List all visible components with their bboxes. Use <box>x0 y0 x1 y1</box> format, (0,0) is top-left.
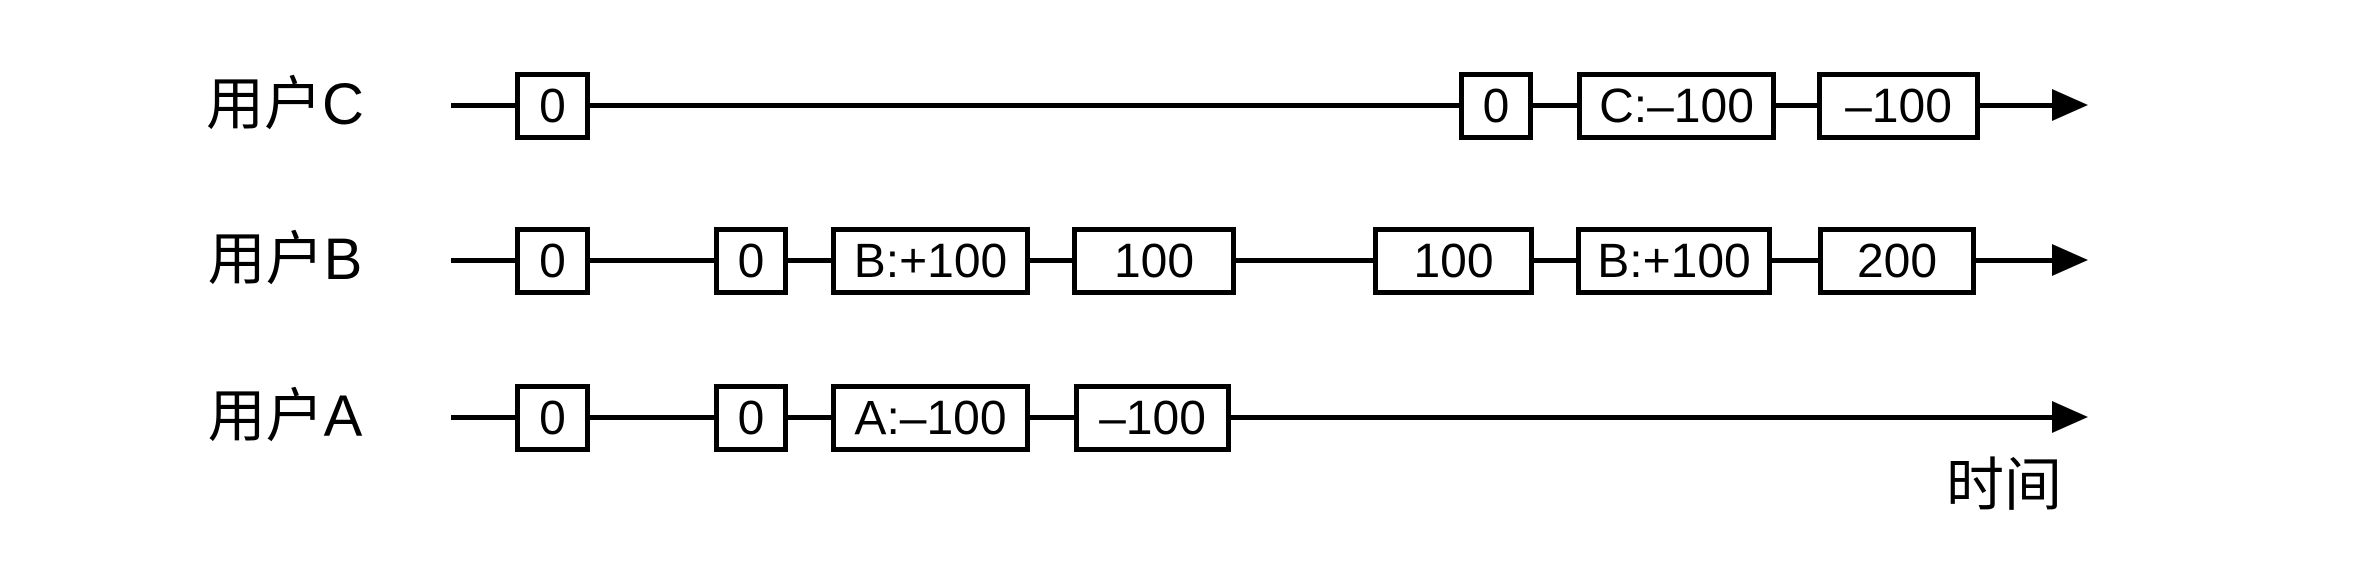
timeline-node: C:–100 <box>1577 72 1776 140</box>
timeline-node: 200 <box>1818 227 1976 295</box>
timeline-node: B:+100 <box>1576 227 1772 295</box>
row-label-user-c: 用户C <box>206 72 364 137</box>
timeline-node: 0 <box>714 384 788 452</box>
timeline-node: A:–100 <box>831 384 1030 452</box>
time-axis-label: 时间 <box>1946 453 2063 518</box>
timeline-axis-user-b <box>451 258 2052 263</box>
timeline-node: –100 <box>1817 72 1980 140</box>
timeline-node: 0 <box>515 72 590 140</box>
timeline-axis-user-a <box>451 415 2052 420</box>
timeline-node: 0 <box>1459 72 1533 140</box>
arrow-right-icon <box>2052 244 2088 276</box>
timeline-node: –100 <box>1074 384 1231 452</box>
timeline-node: B:+100 <box>831 227 1030 295</box>
row-label-user-b: 用户B <box>207 227 363 292</box>
timeline-node: 0 <box>714 227 788 295</box>
arrow-right-icon <box>2052 89 2088 121</box>
timeline-node: 100 <box>1072 227 1236 295</box>
timeline-node: 0 <box>515 227 590 295</box>
row-label-user-a: 用户A <box>207 384 363 449</box>
arrow-right-icon <box>2052 401 2088 433</box>
timeline-node: 0 <box>515 384 590 452</box>
timeline-node: 100 <box>1373 227 1534 295</box>
timeline-axis-user-c <box>451 103 2052 108</box>
